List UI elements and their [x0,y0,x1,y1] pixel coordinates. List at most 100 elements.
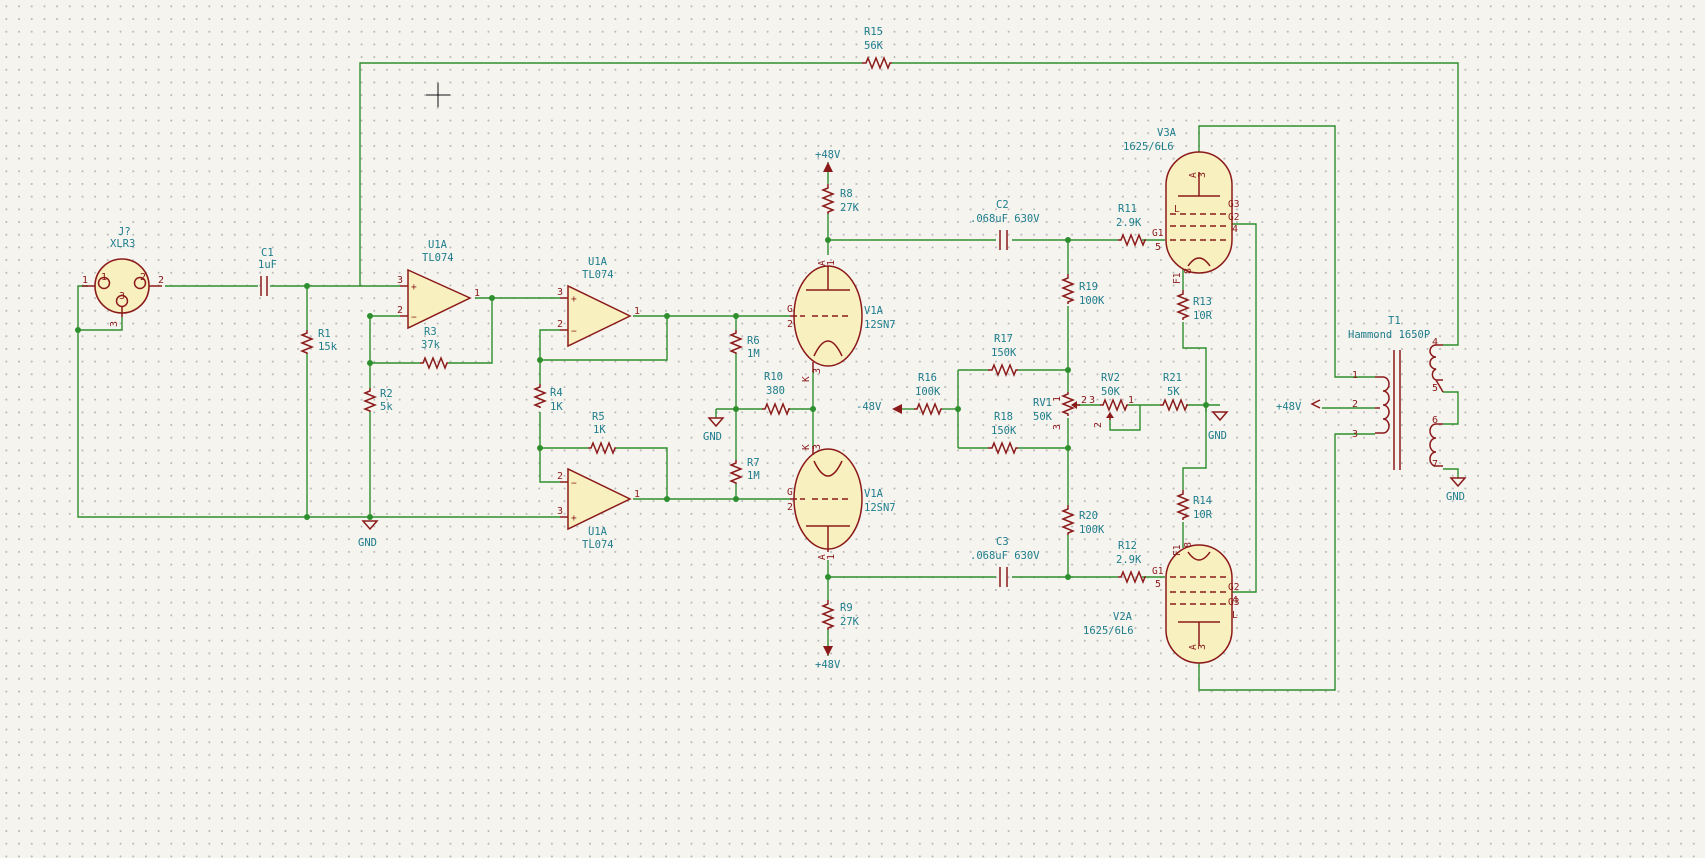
capacitor-c3[interactable]: C3 .068uF 630V [970,536,1040,587]
resistor-r18[interactable]: R18 150K [988,411,1018,456]
r4-value: 1K [550,401,563,413]
svg-text:7: 7 [1432,459,1438,470]
svg-text:GND: GND [1446,491,1465,503]
r15-value: 56K [864,40,884,52]
resistor-r13[interactable]: R13 10R [1175,290,1213,322]
resistor-r1[interactable]: R1 15k [299,328,338,354]
rv2-pin-2: 2 [1093,422,1104,428]
opamp-u1a-3[interactable]: − + 2 3 1 U1A TL074 [557,467,640,551]
resistor-r12[interactable]: R12 2.9K [1116,540,1146,585]
transformer-t1[interactable]: 1 2 3 4 5 6 7 T1 Hammond 1650P [1348,315,1444,470]
resistor-r19[interactable]: R19 100K [1060,274,1105,307]
potentiometer-rv1[interactable]: RV1 50K 2 3 1 3 [1033,392,1095,430]
svg-text:6: 6 [1432,415,1438,426]
svg-text:+: + [571,294,577,305]
rv1-value: 50K [1033,411,1053,423]
svg-text:1: 1 [1352,370,1358,381]
svg-text:K: K [801,444,812,450]
svg-text:G1: G1 [1152,566,1164,577]
triode-v1a-bottom[interactable]: G 2 K 3 A 1 V1A 12SN7 [787,444,896,560]
r18-ref: R18 [994,411,1013,423]
gnd-symbol-1: GND [358,520,379,549]
resistor-r21[interactable]: R21 5K [1160,372,1188,413]
xlr-pin-2-inner: 2 [140,272,146,283]
pentode-v2a[interactable]: G1 5 G2 4 G3 L F1 8 A 3 V2A 1625/6L6 [1083,542,1239,664]
r19-value: 100K [1079,295,1105,307]
r19-ref: R19 [1079,281,1098,293]
c2-value: .068uF 630V [970,213,1040,225]
svg-text:G2: G2 [1228,212,1239,223]
svg-text:5: 5 [1155,242,1161,253]
pentode-v3a[interactable]: G1 5 G3 G2 4 A 3 F1 8 L V3A 1625/6L6 [1123,127,1239,284]
c1-value: 1uF [258,259,277,271]
resistor-r20[interactable]: R20 100K [1060,505,1105,536]
opamp-u1a-2[interactable]: + − 3 2 1 U1A TL074 [557,256,640,348]
resistor-r6[interactable]: R6 1M [728,330,760,360]
svg-text:GND: GND [1208,430,1227,442]
svg-text:L: L [1232,610,1238,621]
potentiometer-rv2[interactable]: RV2 50K 1 2 [1093,372,1134,428]
r10-ref: R10 [764,371,783,383]
resistor-r15[interactable]: R15 56K [862,26,892,71]
r13-ref: R13 [1193,296,1212,308]
resistor-r14[interactable]: R14 10R [1175,490,1213,521]
rv1-pin-3: 3 [1089,395,1095,406]
rv2-pin-1: 1 [1128,395,1134,406]
svg-text:3: 3 [812,444,823,450]
r3-value: 37k [421,339,441,351]
resistor-r7[interactable]: R7 1M [728,457,760,484]
r7-ref: R7 [747,457,760,469]
r12-value: 2.9K [1116,554,1142,566]
resistor-r16[interactable]: R16 100K [914,372,942,417]
svg-text:GND: GND [703,431,722,443]
t1-value: Hammond 1650P [1348,329,1430,341]
r20-ref: R20 [1079,510,1098,522]
r11-ref: R11 [1118,203,1137,215]
r5-ref: R5 [592,411,605,423]
opamp-u1a-1[interactable]: + − 3 2 1 U1A TL074 [397,239,480,330]
r9-value: 27K [840,616,860,628]
r17-value: 150K [991,347,1017,359]
v2-ref: V2A [1113,611,1133,623]
r17-ref: R17 [994,333,1013,345]
svg-text:A: A [1188,644,1199,650]
resistor-r2[interactable]: R2 5k [362,388,393,413]
r8-value: 27K [840,202,860,214]
resistor-r4[interactable]: R4 1K [532,384,563,413]
svg-text:G: G [787,487,793,498]
c2-ref: C2 [996,199,1009,211]
resistor-r17[interactable]: R17 150K [988,333,1018,378]
u2-ref: U1A [588,256,608,268]
r9-ref: R9 [840,602,853,614]
resistor-r11[interactable]: R11 2.9K [1116,203,1146,248]
resistor-r5[interactable]: R5 1K [588,411,616,456]
resistor-r9[interactable]: R9 27K [820,600,860,630]
v3-ref: V3A [1157,127,1177,139]
r5-value: 1K [593,424,606,436]
svg-text:5: 5 [1432,383,1438,394]
svg-text:G3: G3 [1228,597,1239,608]
svg-text:GND: GND [358,537,377,549]
junctions [75,237,1209,580]
r21-ref: R21 [1163,372,1182,384]
v1-ref: V1A [864,305,884,317]
svg-text:3: 3 [812,368,823,374]
capacitor-c1[interactable]: C1 1uF [258,247,277,296]
xlr-connector-j[interactable]: 1 2 3 1 2 3 J? XLR3 [82,226,164,327]
capacitor-c2[interactable]: C2 .068uF 630V [970,199,1040,250]
svg-text:1: 1 [474,288,480,299]
svg-text:2: 2 [787,319,793,330]
resistor-r8[interactable]: R8 27K [820,184,860,214]
rv1-pin-1: 1 [1052,396,1063,402]
triode-v1a-top[interactable]: G 2 A 1 K 3 V1A 12SN7 [787,260,896,382]
svg-text:−: − [571,478,577,489]
resistor-r3[interactable]: R3 37k [420,326,448,371]
rv2-ref: RV2 [1101,372,1120,384]
r11-value: 2.9K [1116,217,1142,229]
r18-value: 150K [991,425,1017,437]
svg-text:−: − [571,326,577,337]
svg-text:2: 2 [1352,399,1358,410]
gnd-symbol-4: GND [1446,477,1467,503]
resistor-r10[interactable]: R10 380 [762,371,790,417]
